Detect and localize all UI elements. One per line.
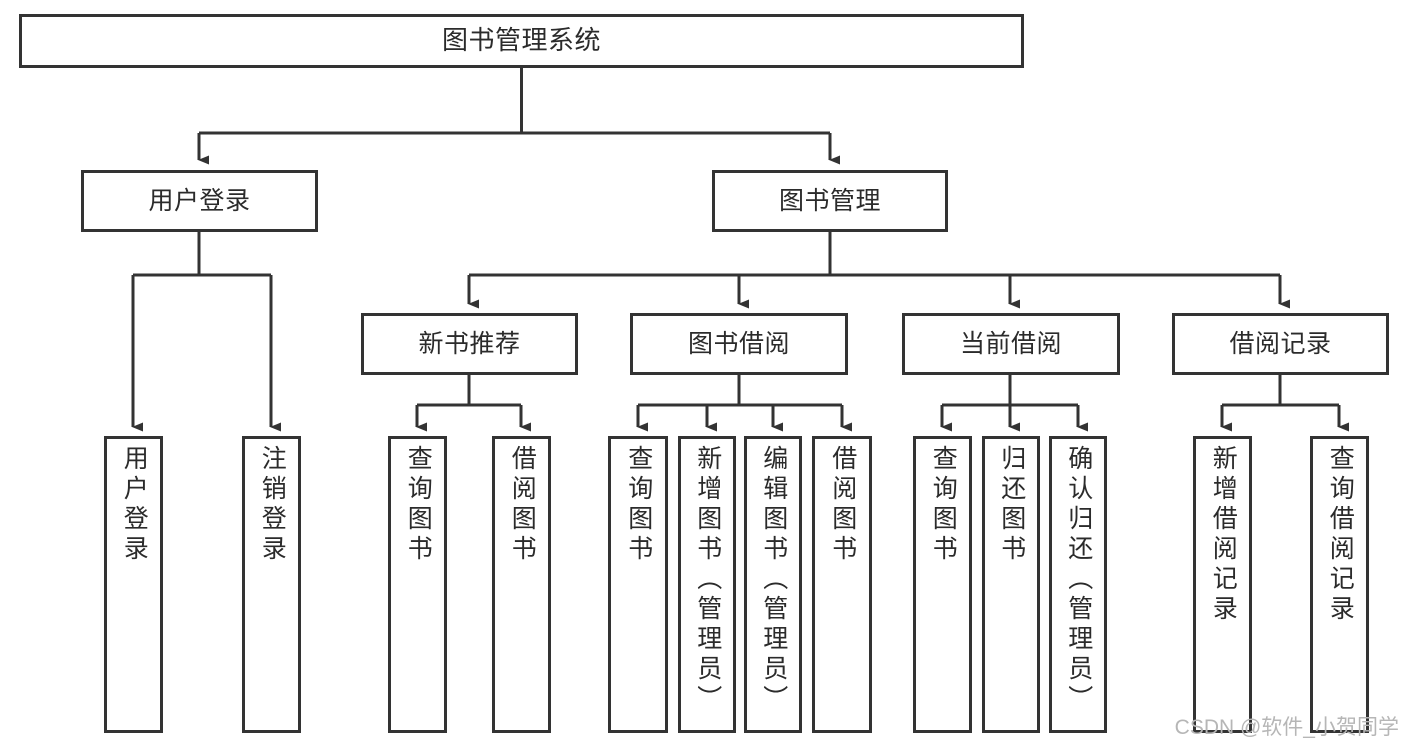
node-borrow-record[interactable]: 借阅记录 bbox=[1172, 313, 1389, 375]
node-book-borrow[interactable]: 图书借阅 bbox=[630, 313, 848, 375]
leaf-user-login[interactable]: 用户登录 bbox=[104, 436, 163, 733]
node-label: 图书管理 bbox=[778, 186, 881, 215]
node-label: 新增图书（管理员） bbox=[693, 445, 722, 715]
node-label: 查询图书 bbox=[624, 445, 653, 565]
node-label: 编辑图书（管理员） bbox=[759, 445, 788, 715]
leaf-confirm-return-admin[interactable]: 确认归还（管理员） bbox=[1049, 436, 1107, 733]
leaf-query-book-borrow[interactable]: 查询图书 bbox=[608, 436, 668, 733]
leaf-logout[interactable]: 注销登录 bbox=[242, 436, 301, 733]
node-label: 新增借阅记录 bbox=[1209, 445, 1238, 625]
node-new-book-recommend[interactable]: 新书推荐 bbox=[361, 313, 578, 375]
node-label: 当前借阅 bbox=[959, 329, 1062, 358]
node-user-login[interactable]: 用户登录 bbox=[81, 170, 318, 232]
leaf-query-book-recommend[interactable]: 查询图书 bbox=[388, 436, 447, 733]
leaf-add-borrow-record[interactable]: 新增借阅记录 bbox=[1193, 436, 1252, 733]
leaf-query-borrow-record[interactable]: 查询借阅记录 bbox=[1310, 436, 1369, 733]
node-label: 借阅图书 bbox=[828, 445, 857, 565]
node-label: 图书管理系统 bbox=[441, 25, 601, 56]
leaf-borrow-book[interactable]: 借阅图书 bbox=[812, 436, 872, 733]
node-label: 借阅记录 bbox=[1229, 329, 1332, 358]
node-label: 图书借阅 bbox=[687, 329, 790, 358]
leaf-return-book[interactable]: 归还图书 bbox=[982, 436, 1040, 733]
node-label: 用户登录 bbox=[148, 186, 251, 215]
node-current-borrow[interactable]: 当前借阅 bbox=[902, 313, 1120, 375]
node-root-book-management-system[interactable]: 图书管理系统 bbox=[19, 14, 1024, 68]
node-label: 确认归还（管理员） bbox=[1064, 445, 1093, 715]
node-label: 查询借阅记录 bbox=[1326, 445, 1355, 625]
leaf-add-book-admin[interactable]: 新增图书（管理员） bbox=[678, 436, 736, 733]
node-label: 注销登录 bbox=[258, 445, 287, 565]
leaf-query-book-current[interactable]: 查询图书 bbox=[913, 436, 972, 733]
leaf-edit-book-admin[interactable]: 编辑图书（管理员） bbox=[744, 436, 802, 733]
node-label: 用户登录 bbox=[120, 445, 149, 565]
node-label: 借阅图书 bbox=[508, 445, 537, 565]
node-label: 新书推荐 bbox=[418, 329, 521, 358]
node-label: 查询图书 bbox=[404, 445, 433, 565]
node-label: 查询图书 bbox=[929, 445, 958, 565]
node-book-management[interactable]: 图书管理 bbox=[712, 170, 948, 232]
csdn-watermark: CSDN @软件_小贺同学 bbox=[1174, 716, 1399, 739]
node-label: 归还图书 bbox=[997, 445, 1026, 565]
leaf-borrow-book-recommend[interactable]: 借阅图书 bbox=[492, 436, 551, 733]
